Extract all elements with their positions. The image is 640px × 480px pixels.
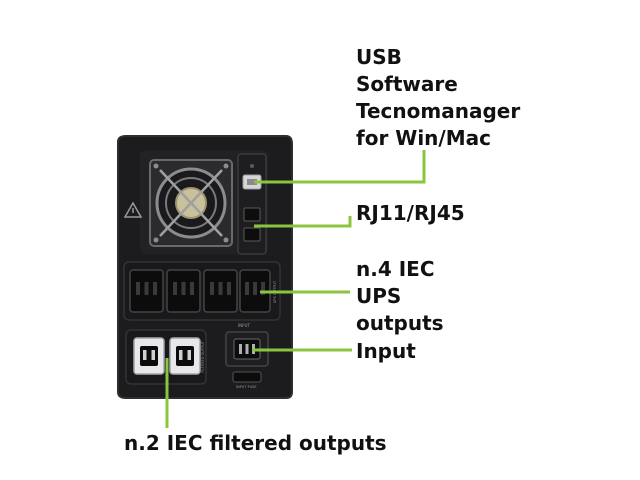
input-fuse bbox=[232, 371, 262, 383]
rj-port-lower bbox=[243, 227, 261, 242]
ups-device: UPS OUTPUT FILTERED OUTPUT INPUT bbox=[117, 135, 293, 399]
comm-led bbox=[250, 164, 254, 168]
callout-lines bbox=[165, 150, 426, 428]
iec-ups-outlet-3 bbox=[203, 269, 238, 313]
input-caption: INPUT bbox=[238, 323, 251, 328]
ups-outlets: UPS OUTPUT bbox=[123, 261, 281, 321]
filtered-caption: FILTERED OUTPUT bbox=[201, 340, 205, 372]
input-socket-block: INPUT INPUT FUSE bbox=[225, 323, 269, 389]
iec-ups-outlet-2 bbox=[166, 269, 201, 313]
label-usb-line-1: USB bbox=[356, 45, 402, 69]
rj-port-upper bbox=[243, 207, 261, 222]
filtered-outlets: FILTERED OUTPUT bbox=[125, 329, 207, 385]
callout-rj bbox=[254, 216, 352, 228]
label-iec-filtered: n.2 IEC filtered outputs bbox=[124, 430, 387, 457]
label-input: Input bbox=[356, 338, 416, 365]
label-usb-line-3: Tecnomanager bbox=[356, 99, 521, 123]
fan-icon bbox=[149, 159, 233, 247]
usb-icon bbox=[242, 174, 262, 190]
label-iec-ups-line-1: n.4 IEC bbox=[356, 257, 435, 281]
label-usb-line-4: for Win/Mac bbox=[356, 126, 491, 150]
iec-filtered-outlet-2 bbox=[169, 337, 201, 375]
label-iec-ups: n.4 IEC UPS outputs bbox=[356, 256, 444, 337]
callout-usb bbox=[254, 150, 426, 184]
label-usb: USB Software Tecnomanager for Win/Mac bbox=[356, 44, 520, 152]
input-fuse-caption: INPUT FUSE bbox=[236, 385, 257, 389]
label-iec-ups-line-2: UPS bbox=[356, 284, 402, 308]
label-iec-ups-line-3: outputs bbox=[356, 311, 444, 335]
comm-ports-panel bbox=[237, 153, 267, 255]
iec-ups-outlet-1 bbox=[129, 269, 164, 313]
warning-triangle-icon bbox=[123, 201, 143, 218]
label-usb-line-2: Software bbox=[356, 72, 458, 96]
label-iec-filtered-line-1: n.2 IEC filtered outputs bbox=[124, 431, 387, 455]
label-input-line-1: Input bbox=[356, 339, 416, 363]
iec-filtered-outlet-1 bbox=[133, 337, 165, 375]
label-rj-line-1: RJ11/RJ45 bbox=[356, 201, 465, 225]
label-rj: RJ11/RJ45 bbox=[356, 200, 465, 227]
